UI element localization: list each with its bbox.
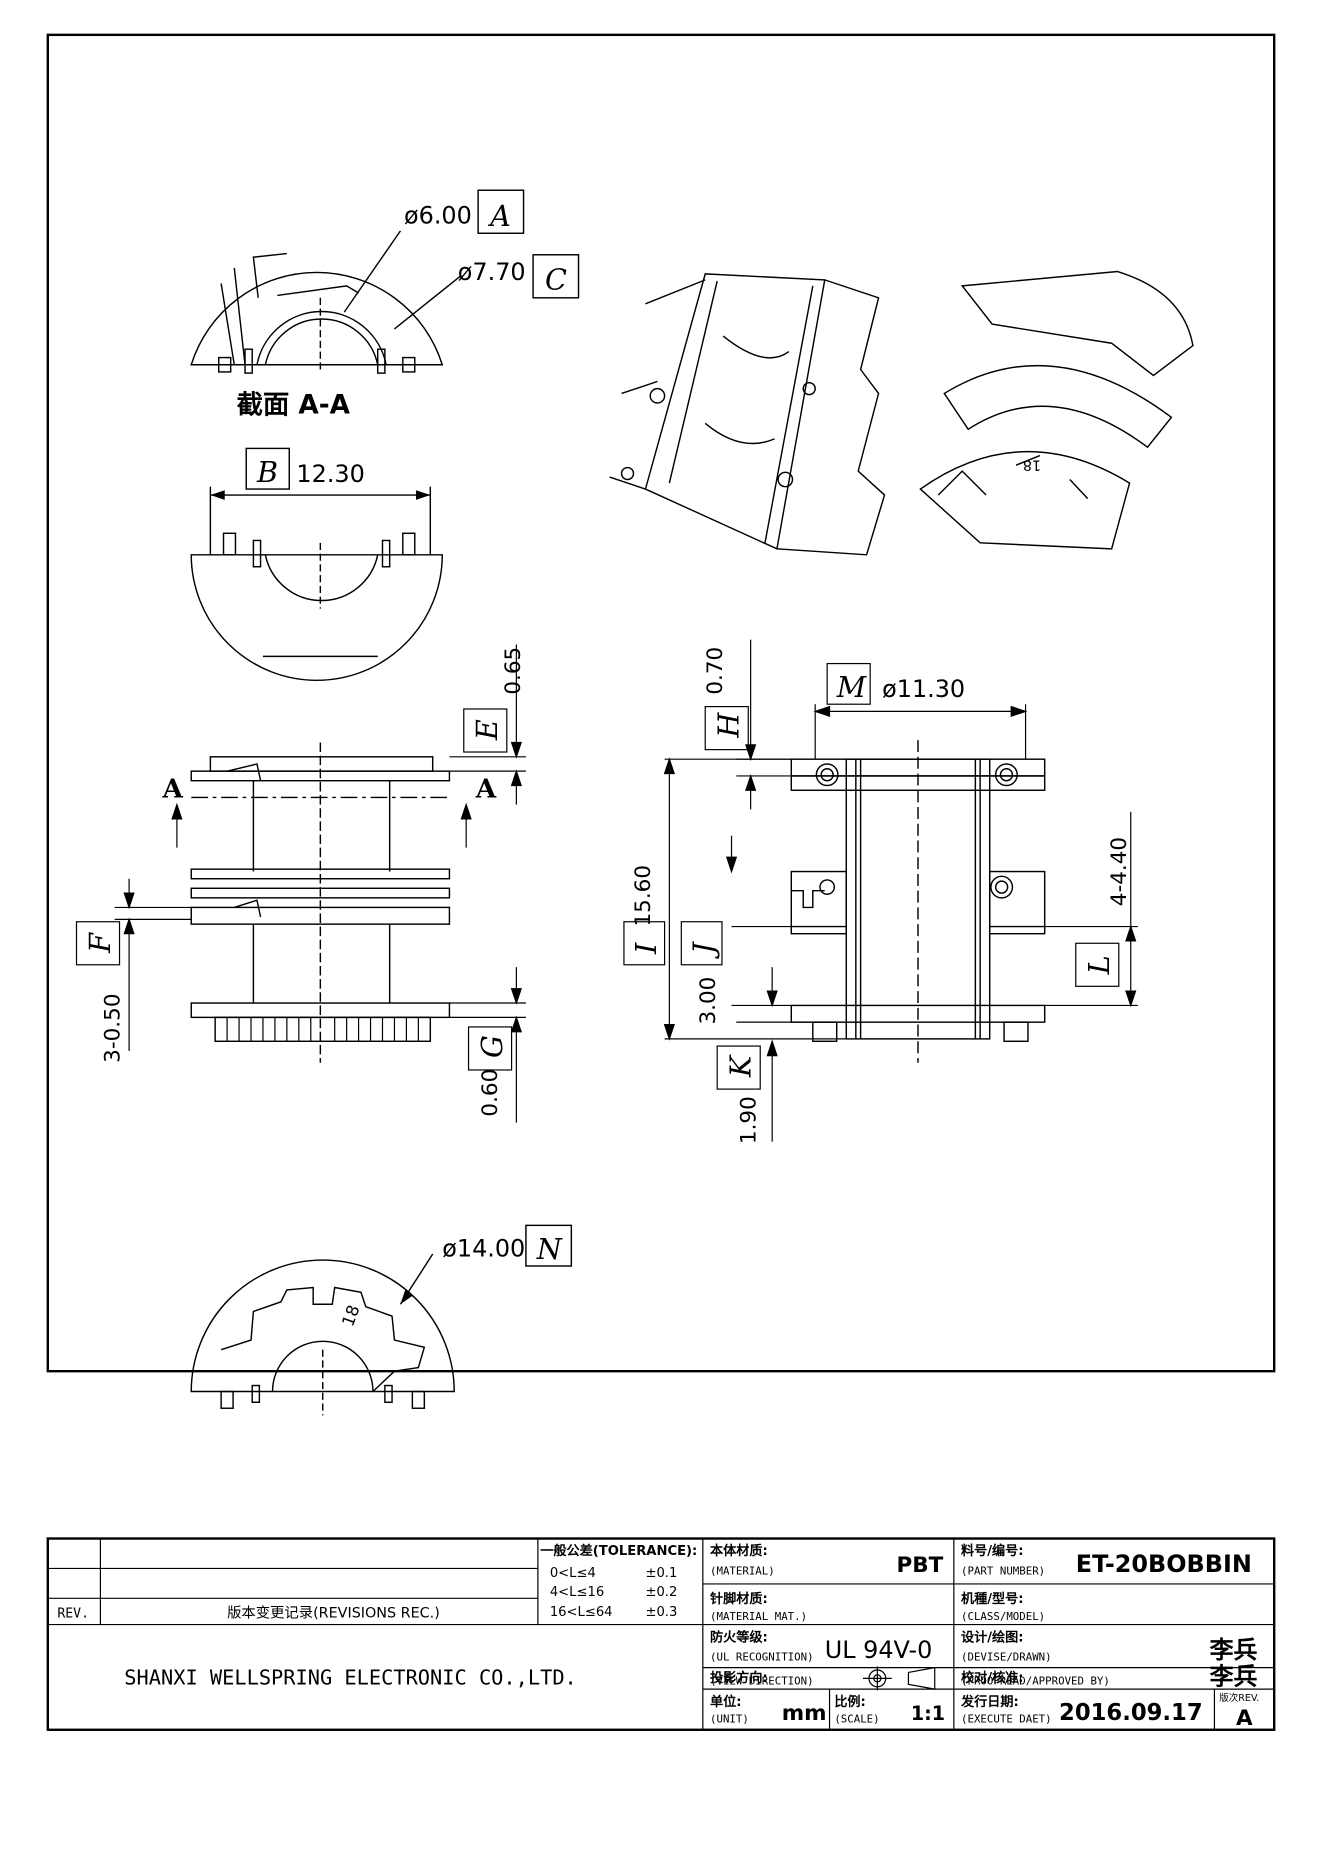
- material-label-en: (MATERIAL): [710, 1564, 775, 1577]
- dim-n-value: ø14.00: [442, 1234, 525, 1262]
- dim-e-letter: E: [470, 719, 504, 741]
- dim-l-value: 4-4.40: [1107, 837, 1132, 906]
- class-model-label-en: (CLASS/MODEL): [961, 1610, 1045, 1623]
- class-model-label-cn: 机種/型号:: [961, 1590, 1024, 1607]
- unit-value: mm: [782, 1701, 827, 1726]
- pin-material-label-cn: 针脚材质:: [710, 1590, 768, 1607]
- design-label-en: (DEVISE/DRAWN): [961, 1650, 1052, 1663]
- scale-value: 1:1: [911, 1702, 945, 1725]
- sheet-border: [46, 33, 1276, 1373]
- tolerance-range-2: 4<L≤16: [550, 1585, 604, 1600]
- approved-label-en: (PROOFREAD/APPROVED BY): [961, 1674, 1110, 1687]
- pin-material-label-en: (MATERIAL MAT.): [710, 1610, 807, 1623]
- side-view-dims: A A E 0.65 F 3-0.50 G 0.60: [75, 644, 526, 1123]
- dim-m-letter: M: [836, 670, 867, 704]
- date-label-en: (EXECUTE DAET): [961, 1713, 1052, 1726]
- ul-label-cn: 防火等级:: [710, 1628, 768, 1645]
- front-view: [790, 740, 1046, 1063]
- front-view-dims: M ø11.30 H 0.70 I 15.60 J 3.00 K 1.90: [623, 639, 1138, 1144]
- tolerance-title: 一般公差(TOLERANCE):: [540, 1542, 697, 1559]
- dim-a-value: ø6.00: [404, 202, 472, 230]
- dim-m-value: ø11.30: [882, 675, 965, 703]
- dim-i-letter: I: [629, 942, 663, 955]
- ul-label-en: (UL RECOGNITION): [710, 1650, 814, 1663]
- tolerance-value-1: ±0.1: [645, 1566, 677, 1581]
- unit-label-cn: 单位:: [710, 1693, 742, 1710]
- side-view: [190, 742, 451, 1063]
- dim-g-value: 0.60: [478, 1069, 503, 1117]
- dim-c-letter: C: [545, 262, 567, 296]
- isometric-view-2: 18: [919, 270, 1194, 550]
- revision-value: A: [1236, 1706, 1253, 1731]
- approved-value: 李兵: [1210, 1662, 1258, 1690]
- dim-j-letter: J: [687, 941, 721, 959]
- isometric-view-1: [609, 273, 886, 556]
- section-arrow-right: A: [475, 773, 497, 804]
- dim-e-value: 0.65: [501, 647, 526, 695]
- side-view-pins: [226, 1017, 419, 1042]
- iso-marking: 18: [1023, 456, 1041, 472]
- dim-n-letter: N: [536, 1232, 563, 1266]
- view-direction-label-en: (VIEW DIRECTION): [710, 1674, 814, 1687]
- title-block: [46, 1537, 1276, 1731]
- bottom-pin-marking: 18: [337, 1302, 363, 1329]
- tolerance-value-3: ±0.3: [645, 1605, 677, 1620]
- dim-g-letter: G: [475, 1035, 509, 1058]
- part-number-value: ET-20BOBBIN: [1076, 1550, 1252, 1578]
- dim-b-letter: B: [256, 455, 278, 489]
- section-a-a-view: [190, 230, 461, 374]
- dim-i-value: 15.60: [631, 865, 656, 927]
- date-label-cn: 发行日期:: [960, 1693, 1019, 1710]
- dim-h-letter: H: [712, 712, 746, 739]
- view-direction-label-cn: 投影方向:: [710, 1669, 768, 1686]
- title-block-text: REV. 版本变更记录(REVISIONS REC.) 一般公差(TOLERAN…: [57, 1542, 1259, 1731]
- dim-k-value: 1.90: [736, 1096, 761, 1144]
- section-label: 截面 A-A: [237, 391, 351, 421]
- tolerance-range-3: 16<L≤64: [550, 1605, 613, 1620]
- approved-label-cn: 校对/核准:: [961, 1669, 1024, 1686]
- design-value: 李兵: [1210, 1636, 1258, 1664]
- dim-k-letter: K: [724, 1054, 758, 1078]
- scale-label-en: (SCALE): [834, 1713, 879, 1726]
- dim-b-value: 12.30: [296, 460, 364, 488]
- tolerance-value-2: ±0.2: [645, 1585, 677, 1600]
- dim-h-value: 0.70: [703, 647, 728, 695]
- ul-value: UL 94V-0: [825, 1636, 933, 1664]
- section-a-a-dims: ø6.00 A ø7.70 C 截面 A-A: [237, 189, 580, 421]
- dim-l-letter: L: [1082, 955, 1116, 975]
- projection-symbol-icon: [863, 1666, 936, 1691]
- dim-f-value: 3-0.50: [101, 993, 126, 1062]
- dim-j-value: 3.00: [696, 977, 721, 1025]
- scale-label-cn: 比例:: [834, 1693, 866, 1710]
- date-value: 2016.09.17: [1059, 1700, 1203, 1726]
- rev-label: REV.: [57, 1606, 89, 1621]
- tolerance-range-1: 0<L≤4: [550, 1566, 596, 1581]
- bottom-view: [190, 1253, 455, 1416]
- part-number-label-en: (PART NUMBER): [961, 1564, 1045, 1577]
- top-view: [190, 486, 443, 681]
- dim-c-value: ø7.70: [458, 258, 526, 286]
- top-view-dims: B 12.30: [210, 447, 431, 500]
- material-label-cn: 本体材质:: [710, 1542, 768, 1559]
- material-value: PBT: [896, 1553, 943, 1578]
- revision-label: 版次REV.: [1219, 1692, 1259, 1704]
- bottom-view-dims: ø14.00 N 18: [337, 1224, 573, 1329]
- design-label-cn: 设计/绘图:: [961, 1628, 1024, 1645]
- dim-f-letter: F: [83, 932, 117, 954]
- part-number-label-cn: 料号/编号:: [961, 1542, 1024, 1559]
- revisions-label: 版本变更记录(REVISIONS REC.): [227, 1604, 440, 1621]
- view-direction-row: (VIEW DIRECTION) (PROOFREAD/APPROVED BY)…: [710, 1662, 1258, 1690]
- dim-a-letter: A: [487, 199, 511, 233]
- company-name: SHANXI WELLSPRING ELECTRONIC CO.,LTD.: [124, 1665, 576, 1689]
- unit-label-en: (UNIT): [710, 1713, 749, 1726]
- section-arrow-left: A: [162, 773, 184, 804]
